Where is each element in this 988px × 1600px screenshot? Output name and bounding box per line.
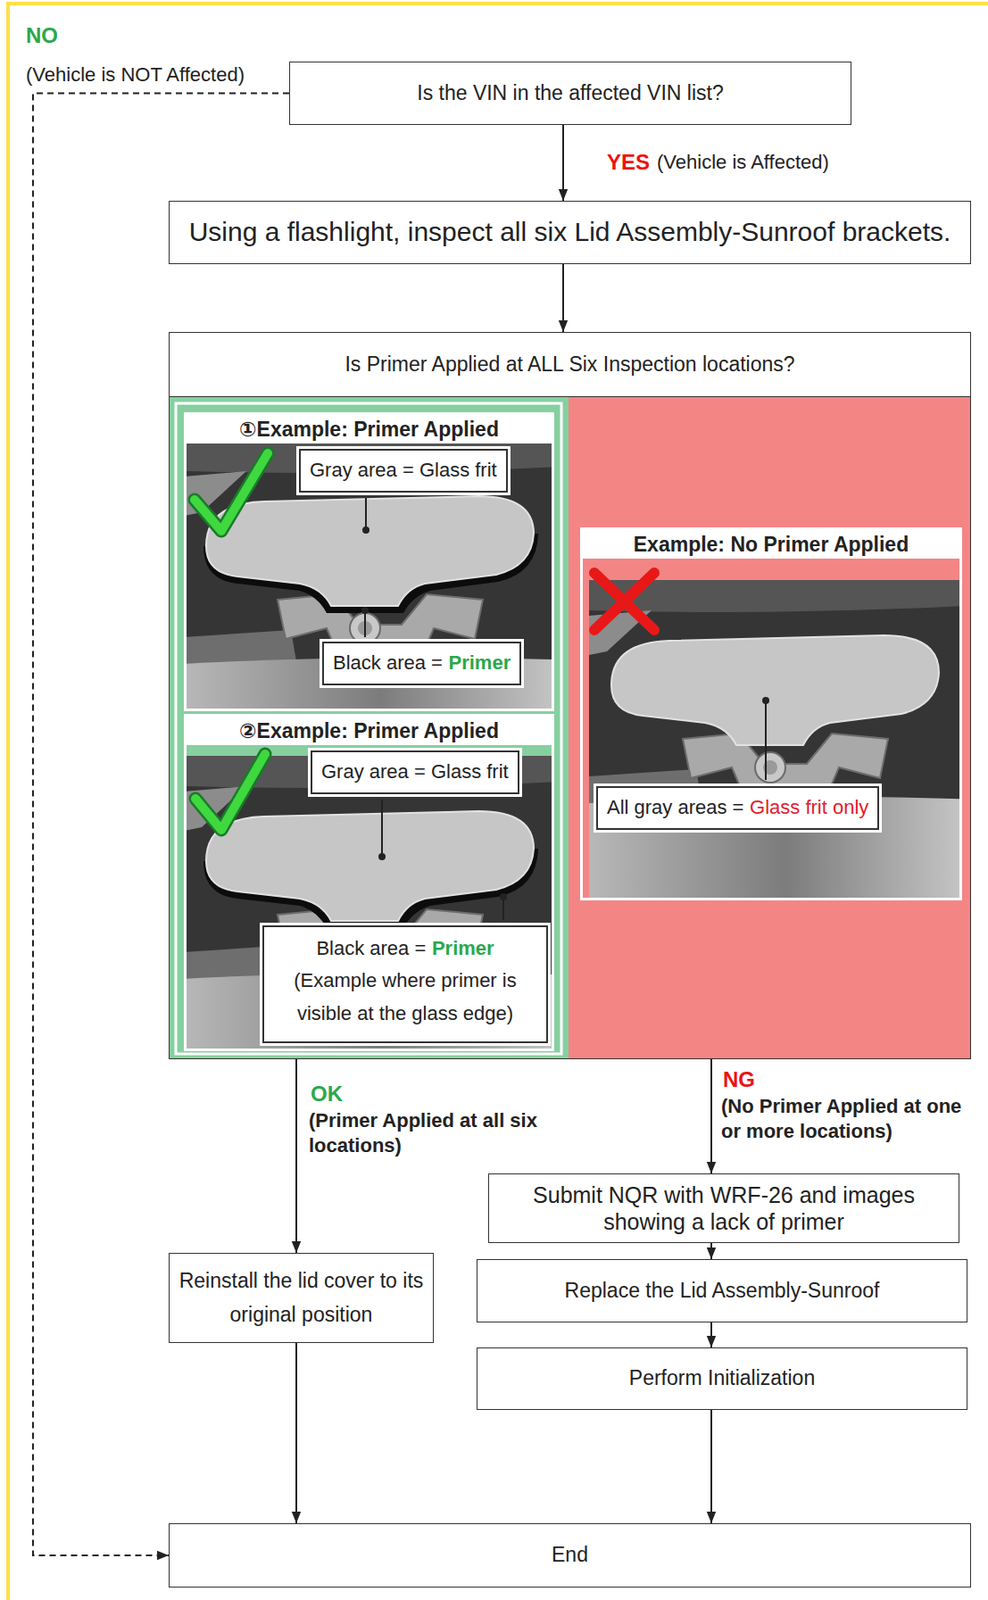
node-text: Black area = bbox=[315, 937, 426, 960]
node-text: Perform Initialization bbox=[629, 1366, 815, 1392]
note-label: (Vehicle is Affected) bbox=[656, 149, 830, 175]
node-text: All gray areas = bbox=[606, 796, 744, 819]
leader-dot bbox=[378, 853, 386, 861]
node-text: End bbox=[551, 1543, 589, 1569]
flow-connector bbox=[295, 1059, 298, 1254]
note-label: (Primer Applied at all six locations) bbox=[308, 1108, 543, 1159]
edge-label: NG bbox=[722, 1067, 756, 1093]
node-text: Glass frit only bbox=[749, 796, 869, 819]
example-frame: ①Example: Primer AppliedGray area = Glas… bbox=[183, 412, 555, 712]
note-label: (No Primer Applied at one or more locati… bbox=[721, 1094, 976, 1145]
leader-line bbox=[365, 498, 367, 531]
leader-line bbox=[364, 610, 366, 638]
photo bbox=[186, 443, 552, 709]
check-mark bbox=[194, 453, 268, 532]
node-text: Submit NQR with WRF-26 and images showin… bbox=[498, 1181, 950, 1236]
flow-connector bbox=[562, 124, 565, 201]
example-frame: Example: No Primer AppliedAll gray areas… bbox=[580, 527, 963, 901]
leader-dot bbox=[362, 526, 370, 534]
callout-box: Black area =Primer bbox=[322, 641, 522, 686]
flow-connector bbox=[710, 1322, 713, 1348]
callout-box: Black area =Primer (Example where primer … bbox=[262, 925, 548, 1044]
check-mark bbox=[194, 453, 268, 532]
callout-box: All gray areas =Glass frit only bbox=[596, 786, 880, 831]
node-text: Is Primer Applied at ALL Six Inspection … bbox=[169, 332, 971, 398]
check-mark bbox=[195, 754, 266, 831]
example-frame: ②Example: Primer AppliedGray area = Glas… bbox=[183, 714, 555, 1052]
node-text: Primer bbox=[431, 937, 495, 960]
decision-panel: Is Primer Applied at ALL Six Inspection … bbox=[168, 332, 972, 1060]
flow-connector bbox=[710, 1059, 713, 1174]
glass bbox=[206, 496, 534, 644]
page-border bbox=[8, 3, 988, 1600]
flow-connector bbox=[562, 264, 565, 333]
leader-line bbox=[764, 700, 767, 781]
decision-box: Is the VIN in the affected VIN list? bbox=[289, 61, 852, 125]
terminal-box: End bbox=[168, 1523, 972, 1588]
edge-label: YES bbox=[606, 149, 650, 175]
callout-box: Gray area = Glass frit bbox=[310, 750, 520, 795]
note-label: (Vehicle is NOT Affected) bbox=[25, 62, 245, 88]
cross-mark bbox=[594, 572, 655, 631]
edge-label: OK bbox=[310, 1081, 343, 1107]
node-text: Gray area = Glass frit bbox=[321, 759, 509, 786]
photo bbox=[186, 443, 552, 709]
node-text: Using a flashlight, inspect all six Lid … bbox=[189, 216, 952, 249]
node-text: Black area = bbox=[332, 651, 443, 674]
node-text: Primer bbox=[448, 651, 512, 674]
node-text: Reinstall the lid cover to its original … bbox=[178, 1264, 424, 1333]
node-text: Example: No Primer Applied bbox=[582, 530, 960, 559]
leader-line bbox=[381, 799, 383, 857]
callout-box: Gray area = Glass frit bbox=[298, 448, 508, 493]
edge-label: NO bbox=[25, 23, 59, 49]
node-text: ②Example: Primer Applied bbox=[186, 716, 552, 746]
node-text: (Example where primer is visible at the … bbox=[271, 964, 540, 1030]
node-text: ①Example: Primer Applied bbox=[186, 415, 552, 444]
glass bbox=[611, 635, 939, 783]
flow-connector bbox=[710, 1410, 713, 1524]
process-box: Replace the Lid Assembly-Sunroof bbox=[476, 1259, 968, 1323]
check-mark bbox=[195, 754, 266, 831]
leader-dot bbox=[762, 697, 770, 705]
leader-dot bbox=[499, 893, 507, 901]
process-box: Using a flashlight, inspect all six Lid … bbox=[168, 200, 972, 265]
process-box: Reinstall the lid cover to its original … bbox=[168, 1253, 434, 1344]
node-text: Replace the Lid Assembly-Sunroof bbox=[564, 1278, 881, 1304]
flow-connector bbox=[710, 1243, 713, 1260]
node-text: Is the VIN in the affected VIN list? bbox=[416, 81, 723, 107]
process-box: Perform Initialization bbox=[476, 1347, 968, 1411]
process-box: Submit NQR with WRF-26 and images showin… bbox=[488, 1173, 960, 1244]
leader-dot bbox=[361, 606, 369, 615]
flow-connector bbox=[295, 1343, 298, 1524]
node-text: Gray area = Glass frit bbox=[309, 457, 498, 484]
